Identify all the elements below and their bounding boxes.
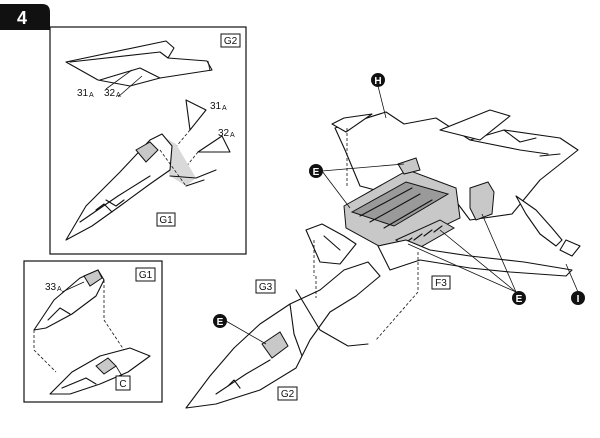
part-31-top: 31: [77, 88, 89, 99]
part-32-right: 32: [218, 128, 230, 139]
tag-c: [115, 375, 131, 391]
part-33a: 33: [45, 282, 57, 293]
part-32a-triangle: [197, 135, 231, 153]
svg-text:A: A: [116, 92, 121, 99]
part-e-top: [397, 157, 421, 175]
main-assembly: G3 F3 G2 H E E E I: [185, 73, 585, 409]
tag-g2-inset: [220, 33, 241, 48]
svg-text:A: A: [222, 105, 227, 112]
nose-assembly-main: [185, 261, 381, 409]
callout-e-nose: [213, 314, 227, 328]
tag-g2-inset-label: G2: [224, 36, 238, 47]
step-badge: 4: [0, 4, 50, 30]
callout-e-top: [309, 164, 323, 178]
svg-text:C: C: [119, 379, 126, 390]
callout-i: [571, 291, 585, 305]
svg-text:E: E: [516, 294, 523, 305]
callout-h: [371, 73, 385, 87]
svg-text:F3: F3: [435, 278, 447, 289]
svg-text:G2: G2: [281, 389, 295, 400]
lower-fuselage-skin: [377, 239, 573, 277]
svg-text:E: E: [217, 317, 224, 328]
step-number: 4: [17, 8, 27, 28]
part-e-right: [469, 181, 495, 221]
inset-bottom: G1 33 A C: [23, 260, 163, 403]
svg-text:A: A: [89, 92, 94, 99]
svg-text:H: H: [374, 76, 381, 87]
g3-panel: [305, 223, 357, 265]
cockpit-detail: [135, 141, 159, 163]
svg-text:E: E: [313, 167, 320, 178]
part-31-right: 31: [210, 101, 222, 112]
callout-e-right: [512, 291, 526, 305]
part-e-nose: [261, 331, 289, 359]
tail-boom: [515, 195, 563, 247]
svg-text:G1: G1: [159, 215, 173, 226]
tag-f3: [431, 275, 451, 290]
tag-g2: [277, 386, 298, 401]
inset-top: G2 31 A 32 A 31 A 32 A G1: [49, 26, 247, 255]
tag-g3: [255, 279, 276, 294]
svg-text:A: A: [57, 286, 62, 293]
svg-text:A: A: [230, 132, 235, 139]
tag-g1-inset-top: [156, 212, 176, 227]
svg-text:G1: G1: [139, 270, 153, 281]
part-31a-triangle: [185, 99, 207, 131]
tag-g1-inset-bottom: [135, 267, 156, 282]
svg-text:G3: G3: [259, 282, 273, 293]
part-32-top: 32: [104, 88, 116, 99]
svg-text:I: I: [577, 294, 580, 305]
